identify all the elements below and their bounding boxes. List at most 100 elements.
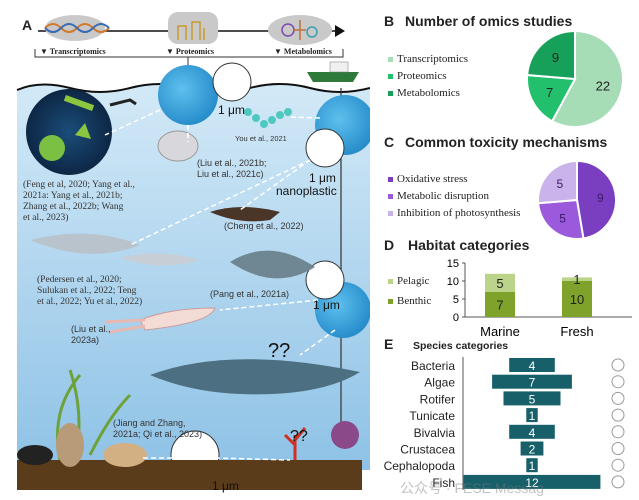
bar-value-label: 1 [573,272,580,287]
species-bar-value: 12 [525,476,539,490]
panel-c-title: Common toxicity mechanisms [405,134,608,150]
pie-slice [576,159,617,240]
species-bar [509,358,555,372]
bar-value-label: 10 [570,292,584,307]
legend-item: Metabolomics [388,85,468,102]
citation-liu-2021: (Liu et al., 2021b; Liu et al., 2021c) [197,158,267,179]
pie-slice [526,73,577,123]
bar-value-label: 7 [496,297,503,312]
watermark: 公众号 · FESE Messag [400,480,544,496]
citation-liu-2023: (Liu et al., 2023a) [71,324,111,345]
organism-outline-icon [611,358,625,372]
species-bar-value: 4 [529,359,536,373]
organism-outline-icon [611,425,625,439]
organism-outline-icon [611,475,625,489]
pie-slice-label: 9 [552,50,559,65]
pie-slice-label: 9 [597,191,604,205]
species-category-label: Cephalopoda [384,459,456,473]
bar-segment [485,273,515,292]
species-bar [509,424,555,439]
species-category-label: Tunicate [409,409,455,423]
panel-d-title: Habitat categories [408,237,530,253]
species-bar-value: 4 [529,426,536,440]
species-bar [520,441,544,456]
organism-outline-icon [611,375,625,389]
pie-slice-label: 5 [556,177,563,191]
species-bar [503,391,561,406]
citation-cheng: (Cheng et al., 2022) [224,221,304,231]
pie-slice [550,29,624,128]
legend-item: Metabolic disruption [388,188,520,205]
legend-item: Benthic [388,291,431,311]
panel-a-illustration [16,12,370,490]
omics-label-metabolomics: ▼ Metabolomics [274,47,332,56]
species-bar-value: 2 [529,443,536,457]
citation-you: You et al., 2021 [235,134,287,143]
species-bar-value: 5 [529,392,536,406]
scale-label: 1 μm [212,479,239,493]
omics-label-proteomics: ▼ Proteomics [166,47,214,56]
legend-item: Transcriptomics [388,51,468,68]
metabolomics-text: Metabolomics [283,47,332,56]
panel-e-label: E [384,336,394,352]
bar-value-label: 5 [496,276,503,291]
x-tick-label: Fresh [560,324,593,339]
citation-jiang: (Jiang and Zhang, 2021a; Qi et al., 2023… [113,418,203,439]
species-bar-value: 1 [529,459,536,473]
pie-slice [537,159,578,205]
pie-slice-label: 7 [546,85,553,100]
legend-item: Proteomics [388,68,468,85]
scale-label: 1 μm [218,103,245,117]
panel-b-legend: Transcriptomics Proteomics Metabolomics [388,51,468,102]
species-category-label: Bivalvia [414,426,456,440]
species-bar [492,374,572,389]
bar-segment [485,291,515,317]
organism-outline-icon [611,391,625,405]
unknown-mark: ?? [290,428,308,445]
species-bar-value: 1 [529,409,536,423]
species-category-label: Bacteria [411,359,455,373]
citation-pang: (Pang et al., 2021a) [210,289,290,299]
scale-label: 1 μm [309,171,336,185]
species-category-label: Rotifer [420,392,455,406]
bar-segment [562,277,592,281]
proteomics-text: Proteomics [175,47,214,56]
panel-b-label: B [384,13,395,29]
species-bar-value: 7 [529,376,536,390]
species-category-label: Fish [432,476,455,490]
panel-c-legend: Oxidative stress Metabolic disruption In… [388,171,520,222]
transcriptomics-text: Transcriptomics [49,47,106,56]
pie-slice [537,198,585,240]
species-category-label: Algae [424,376,455,390]
organism-outline-icon [611,442,625,455]
nanoplastic-label: nanoplastic [276,184,337,198]
unknown-mark: ?? [268,340,291,362]
panel-d-legend: Pelagic Benthic [388,271,431,311]
pie-slice-label: 22 [596,78,610,93]
citation-pedersen: (Pedersen et al., 2020; Sulukan et al., … [37,275,143,307]
organism-outline-icon [611,458,625,472]
panel-d-label: D [384,237,395,253]
panel-b-title: Number of omics studies [405,13,573,29]
panel-a-label: A [22,17,33,33]
y-tick-label: 5 [453,294,459,306]
legend-item: Inhibition of photosynthesis [388,205,520,222]
panel-c-label: C [384,134,395,150]
species-bar [463,474,601,489]
legend-item: Oxidative stress [388,171,520,188]
species-bar [526,408,538,423]
scale-label: 1 μm [313,298,340,312]
x-tick-label: Marine [480,324,520,339]
pie-slice [526,29,576,81]
species-category-label: Crustacea [400,443,455,457]
y-tick-label: 15 [447,258,459,270]
citation-feng: (Feng et al, 2020; Yang et al., 2021a: Y… [23,180,135,223]
legend-item: Pelagic [388,271,431,291]
panel-e-title: Species categories [413,340,509,352]
pie-slice-label: 5 [559,211,566,225]
y-tick-label: 0 [453,312,459,324]
y-tick-label: 10 [447,276,459,288]
omics-label-transcriptomics: ▼ Transcriptomics [40,47,106,56]
species-bar [526,458,538,473]
